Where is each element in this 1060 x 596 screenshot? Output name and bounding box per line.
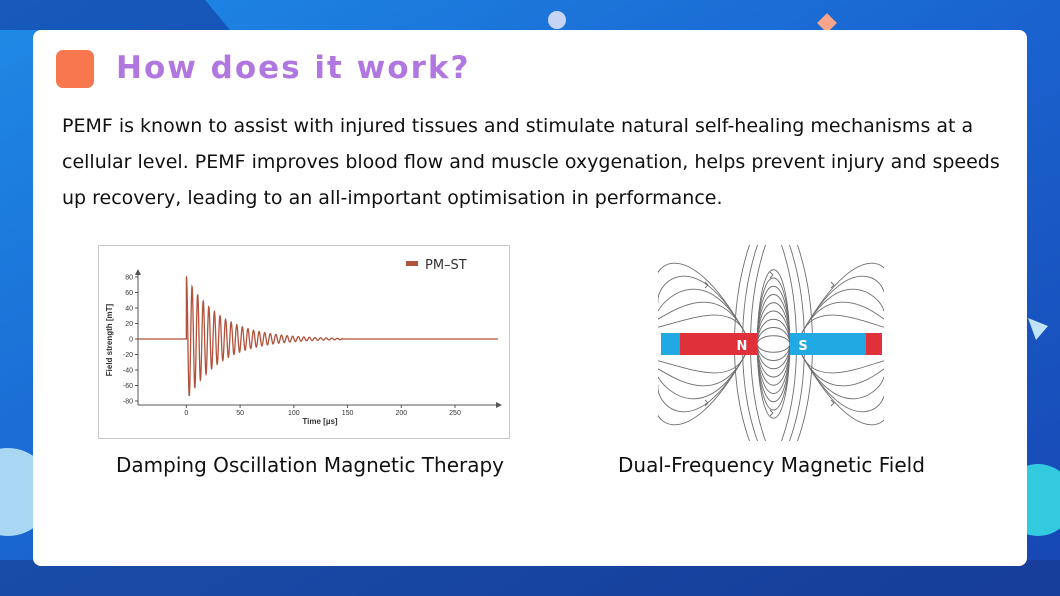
y-tick-label: 40: [125, 306, 133, 313]
field-line: [658, 354, 746, 374]
field-line: [756, 343, 791, 370]
field-line: [658, 262, 746, 334]
field-line: [756, 318, 791, 345]
decor-triangle: [1028, 318, 1048, 340]
field-arrow: [704, 281, 709, 289]
field-line: [756, 327, 791, 345]
y-tick-labels: 80 60 40 20 0 -20 -40 -60 -80: [123, 275, 138, 406]
magnetic-field-diagram: N S: [658, 245, 884, 441]
field-arrow: [704, 399, 709, 407]
field-line: [801, 288, 884, 334]
field-line: [658, 288, 746, 334]
y-tick-label: 60: [125, 290, 133, 297]
field-arrow: [830, 399, 835, 407]
x-tick-label: 100: [288, 410, 300, 417]
field-arrow: [769, 271, 774, 279]
field-line: [756, 294, 791, 345]
chart-frame: [98, 245, 510, 439]
field-arrow: [830, 281, 835, 289]
field-line: [801, 275, 884, 334]
field-line: [756, 302, 791, 345]
title-accent-square: [56, 50, 94, 88]
field-line: [658, 354, 746, 400]
field-line: [801, 354, 884, 426]
x-tick-labels: 0 50 100 150 200 250: [184, 405, 461, 417]
field-line: [756, 343, 791, 403]
decor-dot: [548, 11, 566, 29]
legend-swatch: [406, 261, 418, 266]
left-magnet-end: [661, 333, 680, 355]
field-line: [658, 354, 746, 413]
y-tick-label: 0: [129, 337, 133, 344]
right-magnet-south: [790, 333, 866, 355]
north-pole-label: N: [737, 339, 748, 354]
field-line: [801, 354, 884, 387]
x-tick-label: 150: [342, 410, 354, 417]
y-tick-label: -40: [123, 368, 133, 375]
y-axis-arrow: [135, 269, 141, 275]
field-line: [756, 343, 791, 353]
field-line: [801, 354, 884, 413]
field-line: [801, 354, 884, 400]
field-line: [801, 314, 884, 334]
field-line: [658, 275, 746, 334]
x-axis-label: Time [µs]: [302, 417, 337, 426]
right-figure-caption: Dual-Frequency Magnetic Field: [618, 453, 925, 477]
field-line: [756, 343, 791, 419]
x-tick-label: 200: [395, 410, 407, 417]
y-tick-label: 80: [125, 275, 133, 282]
field-line: [756, 343, 791, 394]
field-line: [801, 354, 884, 374]
field-line: [756, 269, 791, 345]
left-figure-caption: Damping Oscillation Magnetic Therapy: [116, 453, 505, 477]
y-tick-label: -80: [123, 399, 133, 406]
field-line: [756, 285, 791, 345]
field-line: [801, 301, 884, 334]
field-line: [756, 335, 791, 345]
body-paragraph: PEMF is known to assist with injured tis…: [62, 115, 1000, 209]
field-line: [756, 343, 791, 386]
field-line: [658, 314, 746, 334]
x-axis-arrow: [496, 402, 502, 408]
field-line: [658, 301, 746, 334]
field-line: [756, 310, 791, 345]
series-line: [138, 275, 498, 397]
y-tick-label: -60: [123, 383, 133, 390]
x-tick-label: 250: [449, 410, 461, 417]
right-magnet-end: [866, 333, 882, 355]
south-pole-label: S: [798, 339, 807, 354]
field-line: [801, 262, 884, 334]
x-tick-label: 0: [184, 410, 188, 417]
field-line: [756, 343, 791, 361]
left-magnet-north: [680, 333, 757, 355]
y-tick-label: 20: [125, 321, 133, 328]
x-tick-label: 50: [236, 410, 244, 417]
field-arrow: [769, 409, 774, 417]
field-lines: [658, 245, 884, 441]
y-axis-label: Field strength [mT]: [105, 303, 114, 376]
field-line: [658, 354, 746, 426]
legend-label: PM–ST: [425, 258, 467, 273]
y-tick-label: -20: [123, 352, 133, 359]
slide-title: How does it work?: [116, 50, 471, 86]
field-line: [658, 354, 746, 387]
field-line: [756, 343, 791, 378]
